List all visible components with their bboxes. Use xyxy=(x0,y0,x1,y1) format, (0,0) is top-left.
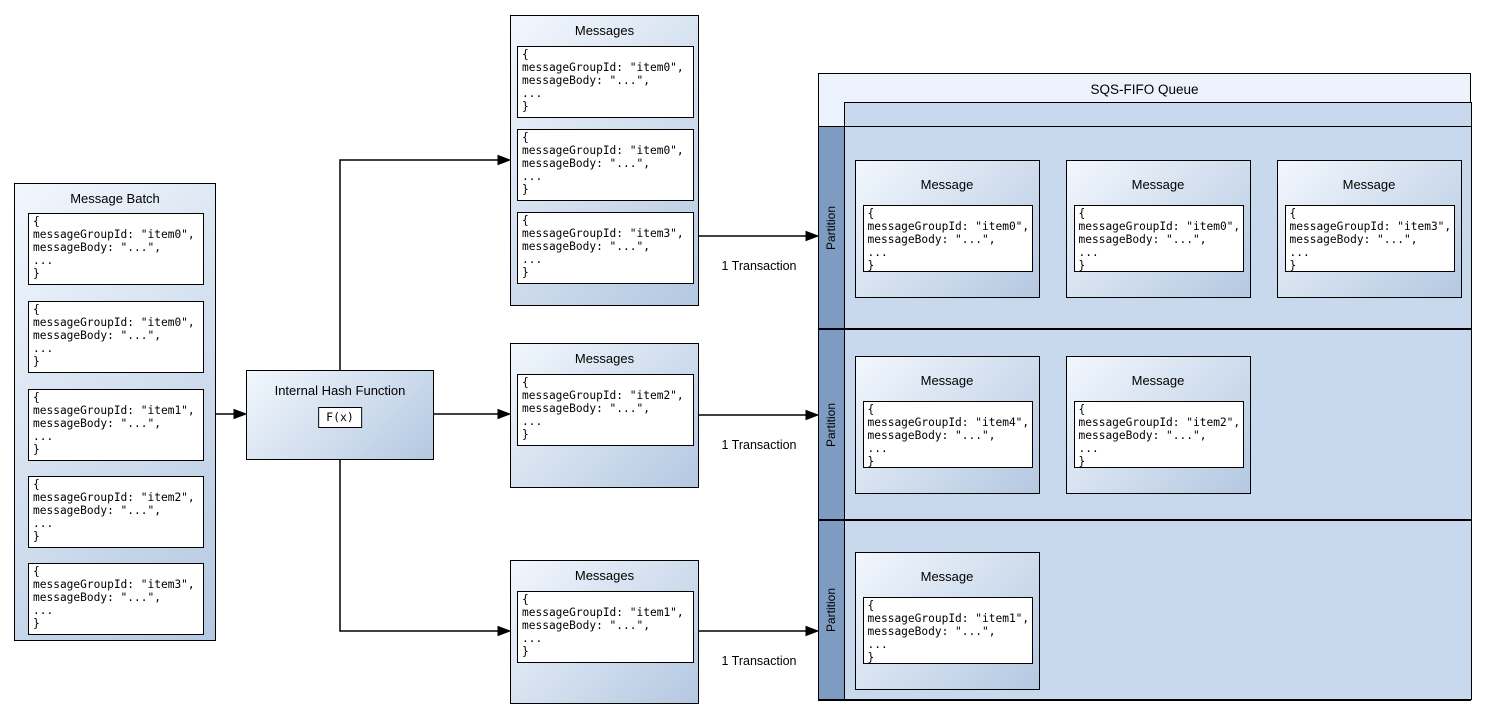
partition-2-message-2-codebox: { messageGroupId: "item2", messageBody: … xyxy=(1073,401,1244,468)
partition-1-message-3: Message { messageGroupId: "item3", messa… xyxy=(1276,160,1462,298)
transaction-label-3: 1 Transaction xyxy=(721,654,797,668)
internal-hash-function-box: Internal Hash Function F(x) xyxy=(246,370,434,460)
partition-3-message-1: Message { messageGroupId: "item1", messa… xyxy=(854,552,1040,690)
batch-card-5-code: { messageGroupId: "item3", messageBody: … xyxy=(33,565,195,630)
batch-card-2-code: { messageGroupId: "item0", messageBody: … xyxy=(33,303,195,368)
message-batch-title: Message Batch xyxy=(70,191,160,206)
partition-lane-1-content: Message { messageGroupId: "item0", messa… xyxy=(844,127,1471,328)
transaction-label-1: 1 Transaction xyxy=(721,259,797,273)
partition-lane-1-strip: Partition xyxy=(818,127,845,328)
partition-2-message-1-title: Message xyxy=(920,373,974,388)
arrow-hash-to-messages-bottom xyxy=(339,460,512,637)
messages-middle-card-1: { messageGroupId: "item2", messageBody: … xyxy=(517,374,694,446)
arrow-messages-bottom-to-partition-3 xyxy=(699,625,820,637)
batch-card-4-code: { messageGroupId: "item2", messageBody: … xyxy=(33,478,195,543)
messages-top-card-2-code: { messageGroupId: "item0", messageBody: … xyxy=(522,131,684,196)
partition-lane-3-strip: Partition xyxy=(818,521,845,699)
partition-1-message-1-title: Message xyxy=(920,177,974,192)
batch-card-5: { messageGroupId: "item3", messageBody: … xyxy=(28,563,204,635)
partition-lane-2: Partition Message { messageGroupId: "ite… xyxy=(817,329,1472,520)
messages-top-card-1-code: { messageGroupId: "item0", messageBody: … xyxy=(522,48,684,113)
partition-1-message-3-title: Message xyxy=(1342,177,1396,192)
messages-panel-top: Messages { messageGroupId: "item0", mess… xyxy=(510,15,699,306)
messages-top-card-2: { messageGroupId: "item0", messageBody: … xyxy=(517,129,694,201)
messages-panel-bottom: Messages { messageGroupId: "item1", mess… xyxy=(510,560,699,704)
messages-panel-middle-title: Messages xyxy=(574,351,635,366)
partition-lane-2-content: Message { messageGroupId: "item4", messa… xyxy=(844,330,1471,519)
partition-2-message-2-code: { messageGroupId: "item2", messageBody: … xyxy=(1078,403,1241,468)
partition-2-message-2: Message { messageGroupId: "item2", messa… xyxy=(1065,356,1251,494)
messages-top-card-3: { messageGroupId: "item3", messageBody: … xyxy=(517,212,694,284)
messages-panel-top-title: Messages xyxy=(574,23,635,38)
partition-lane-3-content: Message { messageGroupId: "item1", messa… xyxy=(844,521,1471,699)
messages-top-card-3-code: { messageGroupId: "item3", messageBody: … xyxy=(522,214,684,279)
messages-panel-middle: Messages { messageGroupId: "item2", mess… xyxy=(510,343,699,488)
messages-bottom-card-1: { messageGroupId: "item1", messageBody: … xyxy=(517,591,694,663)
messages-top-card-1: { messageGroupId: "item0", messageBody: … xyxy=(517,46,694,118)
batch-card-2: { messageGroupId: "item0", messageBody: … xyxy=(28,301,204,373)
arrow-messages-top-to-partition-1 xyxy=(699,230,820,242)
messages-middle-card-1-code: { messageGroupId: "item2", messageBody: … xyxy=(522,376,684,441)
partition-1-message-3-code: { messageGroupId: "item3", messageBody: … xyxy=(1289,207,1452,272)
partition-lane-3: Partition Message { messageGroupId: "ite… xyxy=(817,520,1472,700)
partition-1-message-1-codebox: { messageGroupId: "item0", messageBody: … xyxy=(862,205,1033,272)
partition-lane-1-label: Partition xyxy=(824,205,838,250)
partition-2-message-2-title: Message xyxy=(1131,373,1185,388)
partition-1-message-2-title: Message xyxy=(1131,177,1185,192)
hash-formula-badge: F(x) xyxy=(318,407,362,428)
partition-3-message-1-codebox: { messageGroupId: "item1", messageBody: … xyxy=(862,597,1033,664)
partition-lane-1: Partition Message { messageGroupId: "ite… xyxy=(817,126,1472,329)
batch-card-1-code: { messageGroupId: "item0", messageBody: … xyxy=(33,215,195,280)
partition-1-message-2-code: { messageGroupId: "item0", messageBody: … xyxy=(1078,207,1241,272)
arrow-hash-to-messages-top xyxy=(339,154,512,370)
sqs-fifo-queue-title: SQS-FIFO Queue xyxy=(1090,82,1199,97)
sqs-fifo-queue-container: SQS-FIFO Queue Partition Message { messa… xyxy=(817,73,1472,701)
partition-3-message-1-title: Message xyxy=(920,569,974,584)
batch-card-3-code: { messageGroupId: "item1", messageBody: … xyxy=(33,391,195,456)
hash-function-title: Internal Hash Function xyxy=(274,383,406,398)
batch-card-3: { messageGroupId: "item1", messageBody: … xyxy=(28,389,204,461)
partition-3-message-1-code: { messageGroupId: "item1", messageBody: … xyxy=(867,599,1030,664)
arrow-batch-to-hash xyxy=(216,408,248,420)
partition-1-message-2-codebox: { messageGroupId: "item0", messageBody: … xyxy=(1073,205,1244,272)
batch-card-4: { messageGroupId: "item2", messageBody: … xyxy=(28,476,204,548)
messages-bottom-card-1-code: { messageGroupId: "item1", messageBody: … xyxy=(522,593,684,658)
batch-card-1: { messageGroupId: "item0", messageBody: … xyxy=(28,213,204,285)
transaction-label-2: 1 Transaction xyxy=(721,438,797,452)
partition-1-message-2: Message { messageGroupId: "item0", messa… xyxy=(1065,160,1251,298)
arrow-messages-middle-to-partition-2 xyxy=(699,409,820,421)
partition-1-message-3-codebox: { messageGroupId: "item3", messageBody: … xyxy=(1284,205,1455,272)
partition-2-message-1-codebox: { messageGroupId: "item4", messageBody: … xyxy=(862,401,1033,468)
messages-panel-bottom-title: Messages xyxy=(574,568,635,583)
partition-1-message-1-code: { messageGroupId: "item0", messageBody: … xyxy=(867,207,1030,272)
queue-header-band xyxy=(844,102,1472,127)
partition-lane-2-label: Partition xyxy=(824,402,838,447)
partition-2-message-1-code: { messageGroupId: "item4", messageBody: … xyxy=(867,403,1030,468)
partition-2-message-1: Message { messageGroupId: "item4", messa… xyxy=(854,356,1040,494)
partition-1-message-1: Message { messageGroupId: "item0", messa… xyxy=(854,160,1040,298)
partition-lane-3-label: Partition xyxy=(824,587,838,633)
partition-lane-2-strip: Partition xyxy=(818,330,845,519)
arrow-hash-to-messages-middle xyxy=(434,408,512,420)
message-batch-panel: Message Batch { messageGroupId: "item0",… xyxy=(14,183,216,641)
